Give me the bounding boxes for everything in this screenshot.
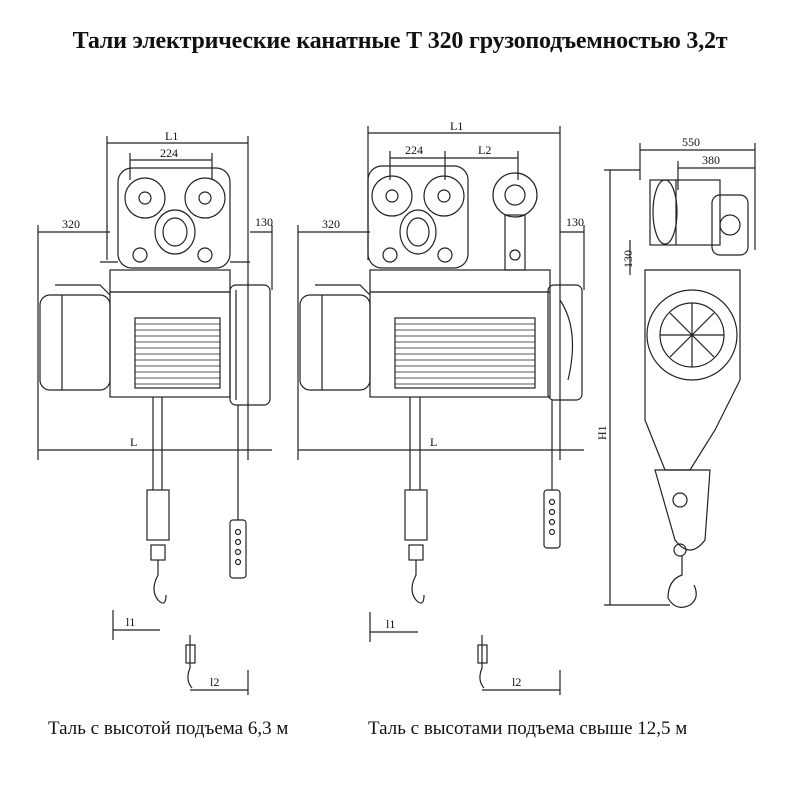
dim-130-left: 130 — [255, 215, 273, 229]
caption-right: Таль с высотами подъема свыше 12,5 м — [368, 718, 688, 739]
dim-L1-middle: L1 — [450, 119, 463, 133]
middle-hoist-drawing: L1 224 L2 320 130 — [297, 119, 585, 695]
dim-130-middle: 130 — [566, 215, 584, 229]
dim-320-left: 320 — [62, 217, 80, 231]
dim-L2-middle: L2 — [478, 143, 491, 157]
dim-l1-left: l1 — [126, 615, 135, 629]
dim-550: 550 — [682, 135, 700, 149]
dim-l2-left: l2 — [210, 675, 219, 689]
dim-224-middle: 224 — [405, 143, 423, 157]
left-hoist-drawing: L1 224 320 130 — [37, 129, 273, 695]
side-hoist-drawing: 550 380 130 H1 — [595, 135, 756, 608]
dim-L-middle: L — [430, 435, 437, 449]
dim-L-left: L — [130, 435, 137, 449]
dim-130-side: 130 — [621, 250, 635, 268]
dim-l1-middle: l1 — [386, 617, 395, 631]
dim-380: 380 — [702, 153, 720, 167]
dim-l2-middle: l2 — [512, 675, 521, 689]
dim-224-left: 224 — [160, 146, 178, 160]
dim-l1-top: L1 — [165, 129, 178, 143]
caption-left: Таль с высотой подъема 6,3 м — [48, 718, 289, 739]
dim-H1: H1 — [595, 425, 609, 440]
dim-320-middle: 320 — [322, 217, 340, 231]
page-title: Тали электрические канатные Т 320 грузоп… — [72, 28, 728, 54]
